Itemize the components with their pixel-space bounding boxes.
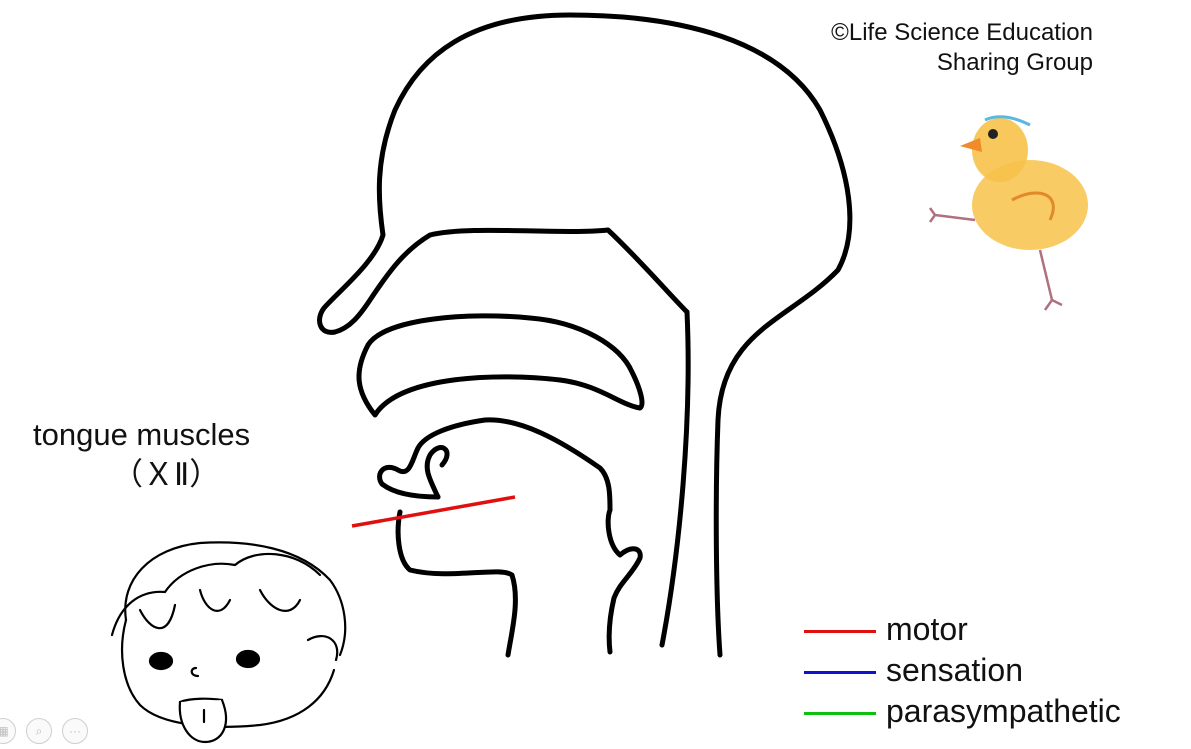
copyright-line-2: Sharing Group [831, 48, 1093, 78]
hypoglossal-nerve-line [352, 497, 515, 526]
more-icon[interactable]: ··· [62, 718, 88, 744]
upper-lip [380, 420, 610, 510]
legend-swatch-motor [804, 630, 876, 633]
upper-lip-inner [427, 448, 447, 497]
viewer-toolbar: ▦ ⌕ ··· [0, 718, 88, 746]
palate [359, 316, 642, 415]
nerve-label-subtitle: （ＸⅡ） [112, 456, 220, 494]
legend-swatch-parasympathetic [804, 712, 876, 715]
legend-swatch-sensation [804, 671, 876, 674]
legend-label-parasympathetic: parasympathetic [886, 691, 1121, 731]
chick-doodle-icon [930, 117, 1088, 310]
boy-sticking-tongue-icon [112, 542, 345, 742]
zoom-icon[interactable]: ⌕ [26, 718, 52, 744]
chin [398, 512, 515, 655]
copyright-line-1: ©Life Science Education [831, 18, 1093, 48]
grid-icon[interactable]: ▦ [0, 718, 16, 744]
copyright-notice: ©Life Science Education Sharing Group [831, 18, 1093, 78]
head-outline [320, 15, 850, 655]
nerve-label-title: tongue muscles [33, 416, 250, 454]
pharynx-wall [662, 312, 688, 645]
legend-label-sensation: sensation [886, 650, 1023, 690]
epiglottis [608, 510, 640, 652]
legend-label-motor: motor [886, 609, 968, 649]
